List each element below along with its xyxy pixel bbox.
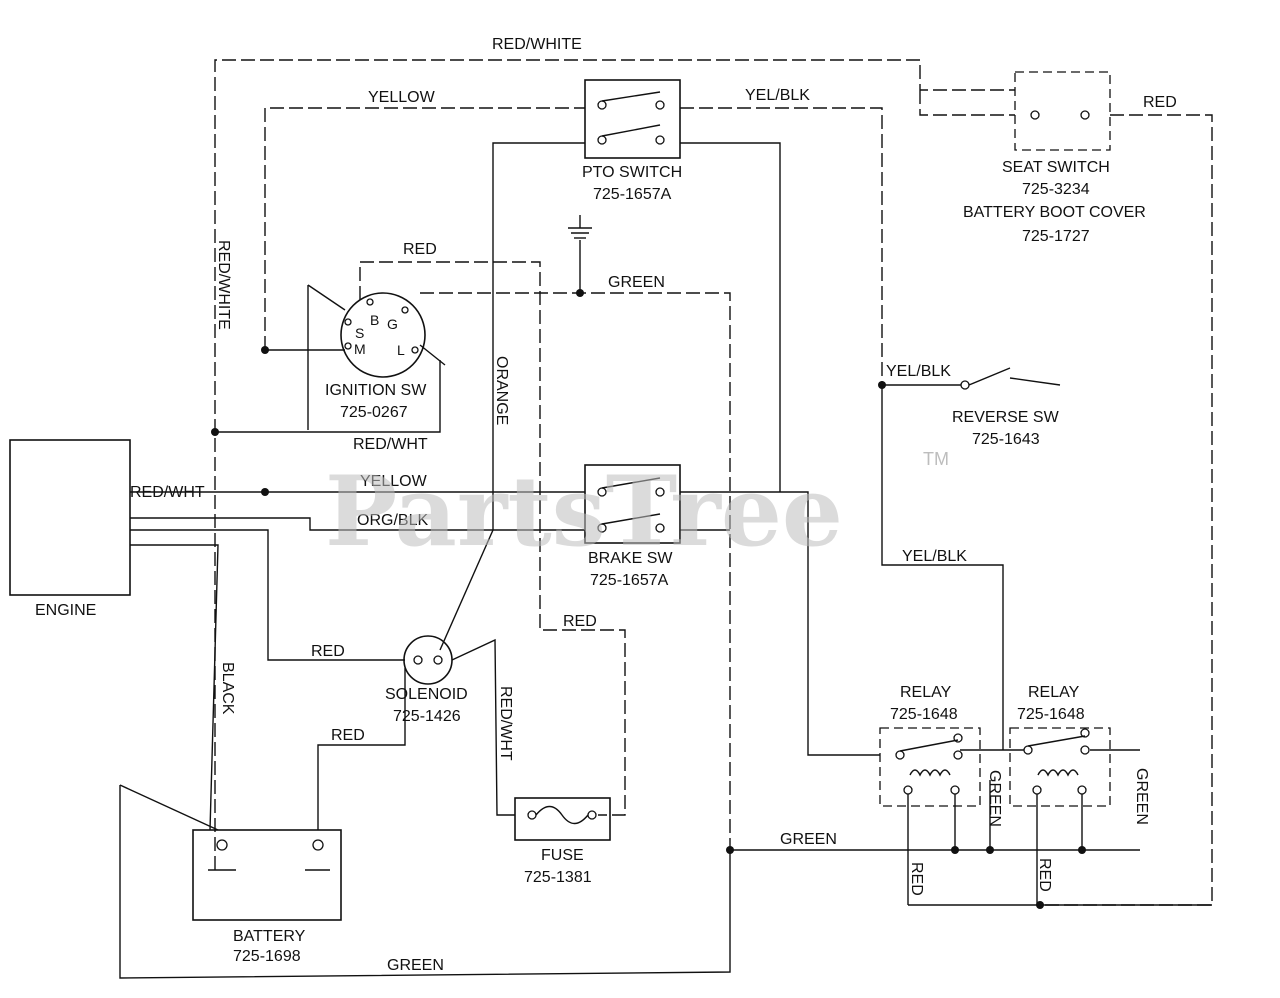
- wire-label-green-relay-1: GREEN: [986, 770, 1003, 827]
- relay-1-label: RELAY: [900, 684, 952, 701]
- wire-green-ground: [420, 292, 731, 850]
- junction-dot: [211, 428, 219, 436]
- junction-dots: [211, 289, 1086, 909]
- junction-dot: [986, 846, 994, 854]
- seat-switch-symbol: [1014, 71, 1111, 151]
- wire-label-black: BLACK: [219, 662, 236, 715]
- brake-switch-label: BRAKE SW: [588, 550, 673, 567]
- solenoid-part: 725-1426: [393, 708, 461, 725]
- wire-yellow-top: [264, 107, 585, 350]
- relay-1-part: 725-1648: [890, 706, 958, 723]
- wire-label-yellow-mid: YELLOW: [360, 473, 428, 490]
- brake-switch-part: 725-1657A: [590, 572, 669, 589]
- wire-label-org-blk: ORG/BLK: [357, 512, 428, 529]
- fuse-part: 725-1381: [524, 869, 592, 886]
- junction-dot: [878, 381, 886, 389]
- junction-dot: [951, 846, 959, 854]
- wire-relay-1-coil: [907, 780, 991, 905]
- wire-yel-blk-relay: [881, 385, 1004, 750]
- solenoid-symbol: [403, 635, 453, 685]
- reverse-switch-part: 725-1643: [972, 431, 1040, 448]
- wire-orange-solenoid: [439, 529, 494, 651]
- pto-switch-symbol: [584, 79, 681, 159]
- wire-label-red-relay-2: RED: [1036, 858, 1053, 892]
- seat-switch-label: SEAT SWITCH: [1002, 159, 1110, 176]
- wire-label-yel-blk-top: YEL/BLK: [745, 87, 810, 104]
- relay-2-part: 725-1648: [1017, 706, 1085, 723]
- wire-org-blk: [130, 517, 730, 531]
- engine-label: ENGINE: [35, 602, 96, 619]
- watermark-logo: PartsTree: [325, 455, 843, 568]
- wire-label-orange: ORANGE: [493, 356, 510, 425]
- watermark-trademark: TM: [923, 449, 949, 469]
- wire-relay-2-coil: [1036, 790, 1083, 905]
- wire-red-wht-ignition: [215, 360, 441, 433]
- wires: [119, 59, 1213, 979]
- wire-green-bottom: [119, 785, 731, 979]
- junction-dot: [261, 488, 269, 496]
- wire-black: [130, 544, 219, 831]
- solenoid-label: SOLENOID: [385, 686, 468, 703]
- wire-label-green-bottom: GREEN: [387, 957, 444, 974]
- pto-switch-label: PTO SWITCH: [582, 164, 682, 181]
- ignition-terminal-m: M: [354, 341, 366, 357]
- battery-label: BATTERY: [233, 928, 306, 945]
- wire-pto-lower: [492, 142, 781, 530]
- wire-label-yellow-top: YELLOW: [368, 89, 436, 106]
- relay-2-label: RELAY: [1028, 684, 1080, 701]
- battery-boot-cover-part: 725-1727: [1022, 228, 1090, 245]
- wire-label-red-brake: RED: [563, 613, 597, 630]
- battery-symbol: [119, 784, 342, 921]
- wire-label-yel-blk-relay: YEL/BLK: [902, 548, 967, 565]
- seat-switch-part: 725-3234: [1022, 181, 1090, 198]
- brake-switch-symbol: [584, 464, 681, 544]
- relay-1-symbol: [879, 727, 981, 807]
- wire-red-ignition: [359, 261, 626, 816]
- wire-label-red-wht-fuse: RED/WHT: [497, 686, 514, 761]
- junction-dot: [726, 846, 734, 854]
- ignition-switch-label: IGNITION SW: [325, 382, 427, 399]
- battery-part: 725-1698: [233, 948, 301, 965]
- ignition-terminal-s: S: [355, 325, 364, 341]
- relay-2-symbol: [1009, 727, 1111, 807]
- junction-dot: [576, 289, 584, 297]
- wire-red-wht-fuse: [451, 638, 515, 816]
- wire-yel-blk-top: [680, 107, 883, 385]
- fuse-label: FUSE: [541, 847, 584, 864]
- wire-label-red-ignition: RED: [403, 241, 437, 258]
- ignition-switch-part: 725-0267: [340, 404, 408, 421]
- wire-label-red-white-top: RED/WHITE: [492, 36, 582, 53]
- wire-label-green-relay-bus: GREEN: [780, 831, 837, 848]
- engine-box: [9, 439, 131, 596]
- wire-label-yel-blk-reverse: YEL/BLK: [886, 363, 951, 380]
- wire-label-red-seat: RED: [1143, 94, 1177, 111]
- junction-dot: [1036, 901, 1044, 909]
- wire-reverse: [882, 377, 1061, 386]
- wire-red-battery: [317, 668, 406, 830]
- wire-label-green-relay-2: GREEN: [1133, 768, 1150, 825]
- wire-label-red-wht-engine: RED/WHT: [130, 484, 205, 501]
- battery-boot-cover-label: BATTERY BOOT COVER: [963, 204, 1146, 221]
- wire-label-red-solenoid: RED: [311, 643, 345, 660]
- ignition-terminal-g: G: [387, 316, 398, 332]
- wire-label-red-battery: RED: [331, 727, 365, 744]
- wire-label-red-wht-ignition: RED/WHT: [353, 436, 428, 453]
- reverse-switch-symbol: [960, 367, 1011, 390]
- ignition-switch-symbol: [307, 284, 446, 430]
- junction-dot: [261, 346, 269, 354]
- ground-symbol: [568, 215, 592, 239]
- wire-red-solenoid: [130, 529, 405, 661]
- ignition-terminal-l: L: [397, 342, 405, 358]
- ignition-terminal-b: B: [370, 312, 379, 328]
- pto-switch-part: 725-1657A: [593, 186, 672, 203]
- wire-label-green-ground: GREEN: [608, 274, 665, 291]
- reverse-switch-label: REVERSE SW: [952, 409, 1060, 426]
- wire-label-red-relay-1: RED: [908, 862, 925, 896]
- fuse-symbol: [514, 797, 611, 841]
- wire-label-red-white-vertical: RED/WHITE: [215, 240, 232, 330]
- junction-dot: [1078, 846, 1086, 854]
